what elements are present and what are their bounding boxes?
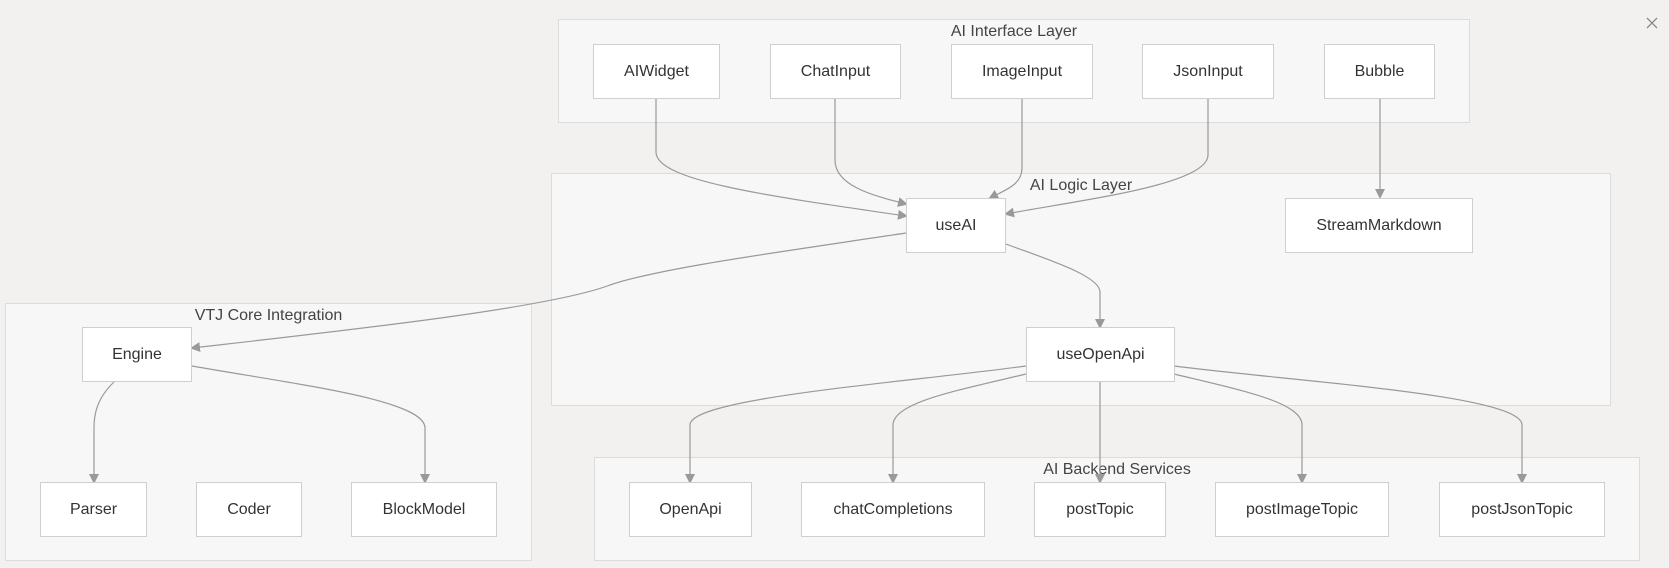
group-label: AI Backend Services bbox=[1043, 461, 1191, 478]
close-button[interactable] bbox=[1643, 14, 1661, 32]
node-blockmodel[interactable]: BlockModel bbox=[351, 482, 497, 537]
node-engine[interactable]: Engine bbox=[82, 327, 192, 382]
group-label: AI Interface Layer bbox=[950, 23, 1078, 40]
node-bubble[interactable]: Bubble bbox=[1324, 44, 1435, 99]
node-parser[interactable]: Parser bbox=[40, 482, 147, 537]
node-coder[interactable]: Coder bbox=[196, 482, 302, 537]
node-useai[interactable]: useAI bbox=[906, 198, 1006, 253]
node-imageinput[interactable]: ImageInput bbox=[951, 44, 1093, 99]
node-streammarkdown[interactable]: StreamMarkdown bbox=[1285, 198, 1473, 253]
node-postimagetopic[interactable]: postImageTopic bbox=[1215, 482, 1389, 537]
node-chatinput[interactable]: ChatInput bbox=[770, 44, 901, 99]
close-icon bbox=[1646, 17, 1658, 29]
node-useopenapi[interactable]: useOpenApi bbox=[1026, 327, 1175, 382]
node-chatcompletions[interactable]: chatCompletions bbox=[801, 482, 985, 537]
group-label: AI Logic Layer bbox=[1029, 177, 1133, 194]
node-postjsontopic[interactable]: postJsonTopic bbox=[1439, 482, 1605, 537]
node-jsoninput[interactable]: JsonInput bbox=[1142, 44, 1274, 99]
node-posttopic[interactable]: postTopic bbox=[1034, 482, 1166, 537]
group-label: VTJ Core Integration bbox=[194, 307, 343, 324]
node-aiwidget[interactable]: AIWidget bbox=[593, 44, 720, 99]
node-openapi[interactable]: OpenApi bbox=[629, 482, 752, 537]
